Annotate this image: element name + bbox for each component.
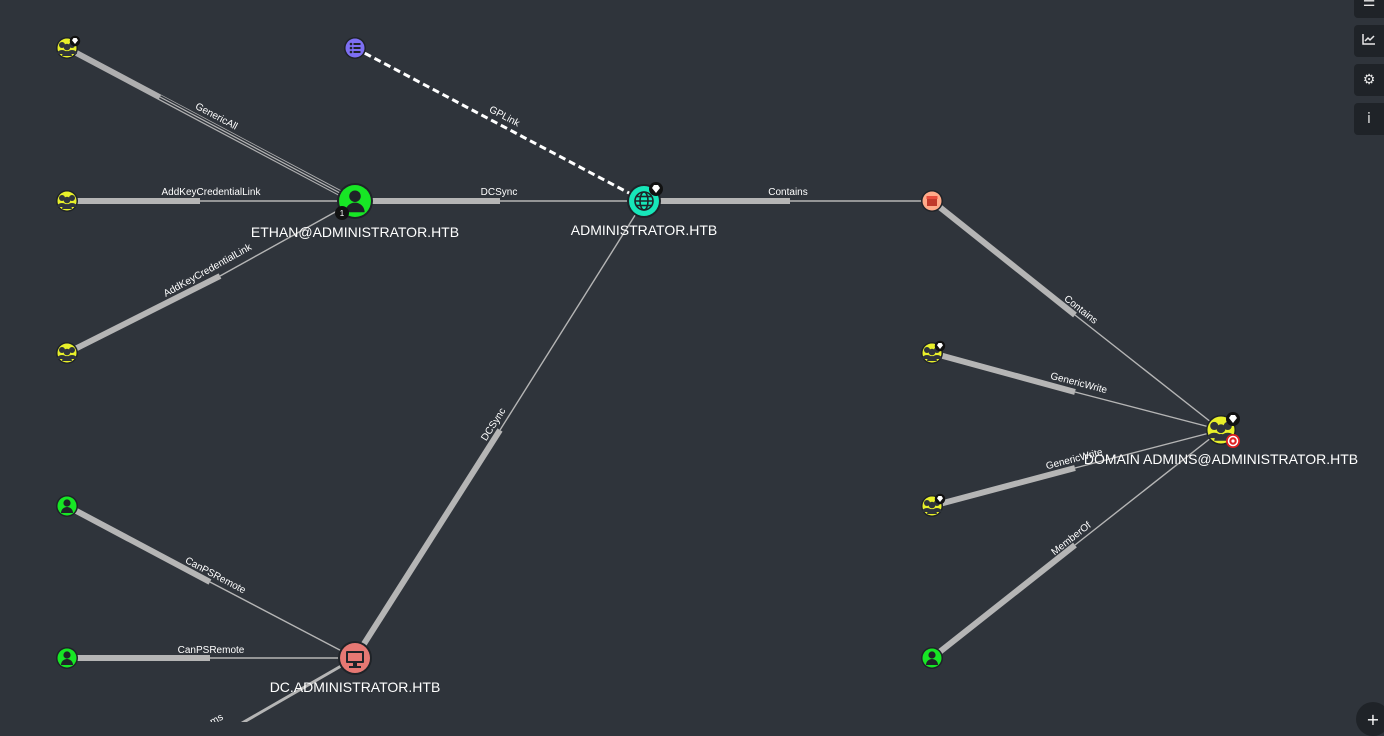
group-node-5[interactable] bbox=[921, 493, 946, 517]
edge-genericwrite-1[interactable]: GenericWrite bbox=[931, 350, 1222, 431]
high-value-gem-icon bbox=[934, 340, 946, 352]
gears-icon: ⚙ bbox=[1362, 72, 1376, 88]
edge-genericall[interactable]: GenericAll bbox=[64, 45, 358, 204]
edge-canpsremote-2[interactable]: CanPSRemote bbox=[67, 645, 355, 661]
gpo-node[interactable] bbox=[344, 37, 366, 59]
computer-icon bbox=[346, 651, 364, 668]
list-button[interactable]: ☰ bbox=[1354, 0, 1384, 18]
edge-genericwrite-2[interactable]: GenericWrite bbox=[931, 429, 1222, 509]
edge-canpsremote-1[interactable]: CanPSRemote bbox=[65, 503, 356, 659]
high-value-gem-icon bbox=[934, 493, 946, 505]
ou-node[interactable] bbox=[921, 190, 943, 212]
edge-gplink[interactable]: GPLink bbox=[354, 46, 645, 203]
edge-label-dcsync-ethan: DCSync bbox=[481, 187, 518, 198]
chart-icon bbox=[1362, 33, 1376, 49]
edge-label-addkeycredentiallink-1: AddKeyCredentialLink bbox=[162, 187, 262, 198]
user-node-3[interactable] bbox=[921, 647, 943, 669]
zoom-in-button[interactable]: + bbox=[1356, 702, 1384, 736]
edge-partial-bottom[interactable]: ms bbox=[208, 656, 356, 722]
dc-computer-node[interactable] bbox=[338, 641, 372, 675]
dc-node-label: DC.ADMINISTRATOR.HTB bbox=[270, 679, 441, 695]
edge-label-memberof: MemberOf bbox=[1050, 520, 1094, 558]
count-badge-text: 1 bbox=[340, 209, 345, 218]
info-icon: i bbox=[1367, 111, 1371, 127]
globe-icon bbox=[634, 191, 654, 211]
settings-button[interactable]: ⚙ bbox=[1354, 64, 1384, 96]
edge-dcsync-dc[interactable]: DCSync bbox=[352, 200, 645, 660]
edge-label-partial: ms bbox=[208, 712, 225, 722]
target-icon bbox=[1226, 434, 1240, 448]
domain-node[interactable] bbox=[627, 182, 663, 218]
ethan-user-node[interactable]: 1 bbox=[335, 183, 373, 220]
edge-label-contains-domain-ou: Contains bbox=[768, 187, 807, 198]
chart-button[interactable] bbox=[1354, 25, 1384, 57]
high-value-gem-icon bbox=[69, 35, 81, 47]
user-node-2[interactable] bbox=[56, 647, 78, 669]
list-icon bbox=[349, 42, 361, 54]
high-value-gem-icon bbox=[1226, 412, 1240, 426]
box-icon bbox=[926, 196, 938, 206]
edge-label-addkeycredentiallink-2: AddKeyCredentialLink bbox=[162, 242, 255, 300]
plus-icon: + bbox=[1366, 709, 1380, 729]
domain-node-label: ADMINISTRATOR.HTB bbox=[571, 222, 718, 238]
list-icon: ☰ bbox=[1362, 0, 1376, 10]
ethan-node-label: ETHAN@ADMINISTRATOR.HTB bbox=[251, 224, 459, 240]
group-node-2[interactable] bbox=[56, 190, 78, 212]
group-node-1[interactable] bbox=[56, 35, 81, 59]
count-badge: 1 bbox=[335, 206, 349, 220]
edge-label-canpsremote-2: CanPSRemote bbox=[178, 645, 245, 656]
edge-contains-domain-ou[interactable]: Contains bbox=[644, 187, 932, 204]
info-button[interactable]: i bbox=[1354, 103, 1384, 135]
edge-addkeycredentiallink-1[interactable]: AddKeyCredentialLink bbox=[67, 187, 355, 204]
user-node-1[interactable] bbox=[56, 495, 78, 517]
group-node-4[interactable] bbox=[921, 340, 946, 364]
domain-admins-node-label: DOMAIN ADMINS@ADMINISTRATOR.HTB bbox=[1084, 451, 1358, 467]
high-value-gem-icon bbox=[649, 182, 663, 196]
domain-admins-node[interactable] bbox=[1206, 412, 1240, 448]
edge-contains-ou-da[interactable]: Contains bbox=[930, 198, 1222, 431]
group-node-3[interactable] bbox=[56, 342, 78, 364]
edge-dcsync-ethan[interactable]: DCSync bbox=[355, 187, 644, 204]
right-toolbar: ☰ ⚙ i bbox=[1354, 0, 1384, 142]
